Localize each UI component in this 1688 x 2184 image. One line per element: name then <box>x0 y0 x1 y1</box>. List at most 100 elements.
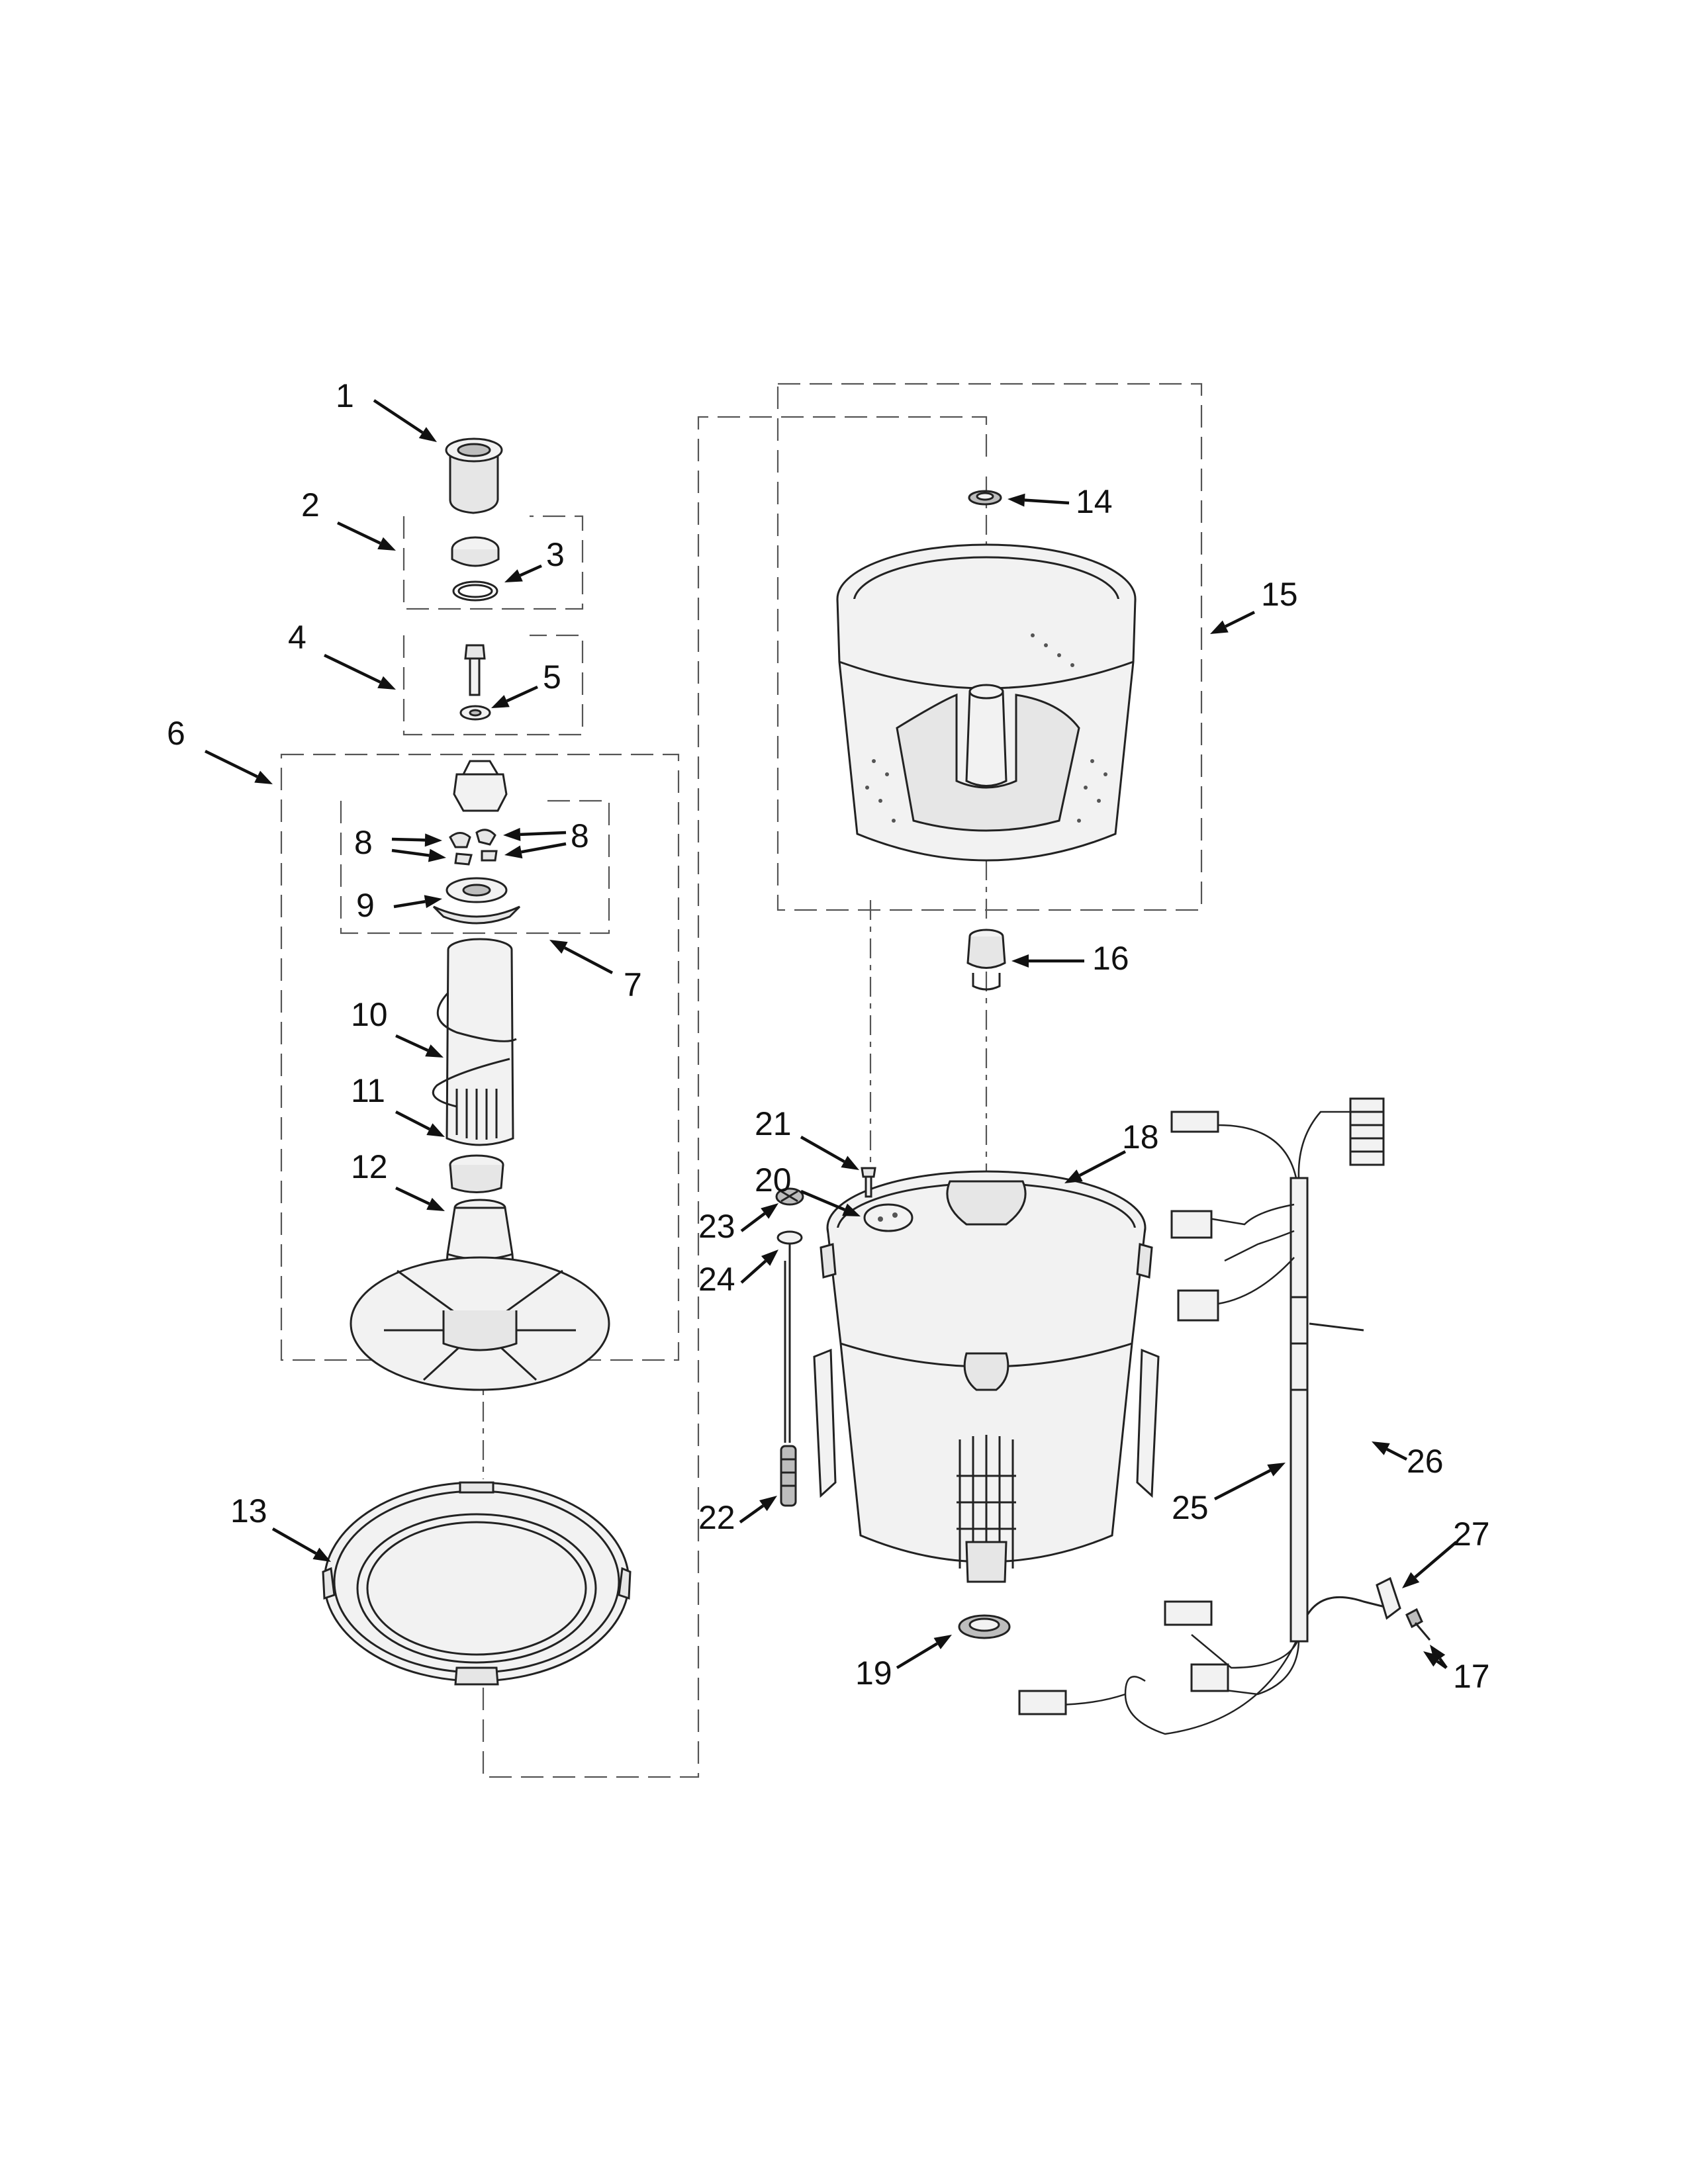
callout-8-left: 8 <box>354 824 373 861</box>
arrowhead-18 <box>1064 1169 1083 1183</box>
arrowhead-26 <box>1372 1441 1390 1455</box>
callout-20: 20 <box>755 1161 792 1199</box>
harness-connectors <box>1018 1097 1385 1715</box>
arrowhead-23 <box>761 1203 778 1219</box>
callout-4: 4 <box>288 619 306 656</box>
callout-19: 19 <box>855 1655 892 1692</box>
callout-7: 7 <box>624 966 642 1003</box>
group-box-15 <box>776 383 1203 911</box>
connector-path <box>482 416 988 1778</box>
group-box-6 <box>280 753 680 1361</box>
part-9-retainer <box>432 877 521 925</box>
arrowhead-16 <box>1011 954 1029 968</box>
leader-line-18 <box>1079 1150 1127 1177</box>
leader-line-11 <box>395 1110 430 1131</box>
leader-line-12 <box>395 1186 430 1205</box>
arrowhead-22 <box>759 1496 777 1512</box>
leader-line-25 <box>1213 1469 1271 1501</box>
leader-line-8a <box>391 837 426 842</box>
part-25-wire-harness <box>1032 1111 1364 1735</box>
arrowhead-8b <box>503 827 521 841</box>
callout-18: 18 <box>1122 1118 1159 1156</box>
leader-line-6 <box>205 749 258 778</box>
leader-line-23 <box>740 1212 766 1232</box>
part-22-rod <box>780 1261 797 1507</box>
leader-line-22 <box>739 1504 765 1524</box>
arrowhead-8a <box>424 833 442 847</box>
leader-line-20 <box>800 1189 845 1211</box>
callout-22: 22 <box>698 1499 735 1536</box>
callout-3: 3 <box>546 536 565 573</box>
callout-21: 21 <box>755 1105 792 1142</box>
leader-line-10 <box>395 1034 429 1052</box>
callout-27: 27 <box>1453 1516 1490 1553</box>
callout-12: 12 <box>351 1148 388 1185</box>
group-box-4 <box>402 634 584 736</box>
arrowhead-20 <box>842 1203 861 1216</box>
leader-line-5 <box>506 685 538 703</box>
callout-9: 9 <box>356 887 375 924</box>
arrowhead-13 <box>312 1547 331 1562</box>
leader-line-8b2 <box>521 842 567 854</box>
leader-line-2 <box>337 521 381 545</box>
callout-1: 1 <box>336 377 354 414</box>
callout-14: 14 <box>1076 483 1113 520</box>
arrowhead-12 <box>426 1197 445 1211</box>
arrowhead-27 <box>1402 1572 1420 1588</box>
part-23-cap <box>775 1187 804 1206</box>
callout-13: 13 <box>230 1492 267 1529</box>
leader-line-8a2 <box>391 848 430 857</box>
part-20-bracket <box>863 1203 914 1232</box>
arrowhead-19 <box>933 1635 952 1649</box>
group-box-7 <box>340 799 610 934</box>
callout-16: 16 <box>1092 940 1129 977</box>
arrowhead-17b <box>1423 1651 1441 1667</box>
part-26-hose <box>1306 1322 1391 1615</box>
arrowhead-3 <box>504 569 523 582</box>
callout-17: 17 <box>1453 1658 1490 1695</box>
callout-11: 11 <box>351 1072 385 1109</box>
leader-line-9 <box>393 899 426 909</box>
leader-line-4 <box>324 653 381 684</box>
leader-line-24 <box>740 1259 767 1284</box>
part-12-agitator-base <box>350 1199 610 1391</box>
part-11-bushing <box>449 1154 504 1193</box>
arrowhead-4 <box>377 676 396 690</box>
part-3-ring <box>452 580 498 602</box>
leader-line-15 <box>1225 610 1255 628</box>
arrowhead-25 <box>1267 1463 1286 1477</box>
callout-23: 23 <box>698 1208 735 1245</box>
leader-line-27 <box>1414 1541 1458 1578</box>
part-16-hub <box>966 929 1006 991</box>
callout-8-right: 8 <box>571 817 589 854</box>
part-17-screw <box>1405 1608 1431 1641</box>
callout-25: 25 <box>1172 1489 1209 1526</box>
leader-line-19 <box>896 1642 938 1669</box>
callout-labels: 1 2 3 4 5 6 7 8 8 9 10 11 12 13 14 15 16… <box>167 377 1490 1695</box>
part-2-cam <box>451 536 500 567</box>
leader-line-13 <box>271 1527 317 1555</box>
arrowhead-6 <box>254 770 273 784</box>
leader-line-26 <box>1386 1447 1408 1461</box>
leader-line-1 <box>373 399 424 434</box>
arrowhead-5 <box>491 695 510 708</box>
arrowhead-21 <box>841 1156 859 1170</box>
part-1-cap <box>445 437 503 514</box>
part-21-screw <box>861 1167 876 1198</box>
arrowhead-11 <box>426 1123 445 1137</box>
arrowhead-7 <box>549 940 568 954</box>
callout-15: 15 <box>1261 576 1298 613</box>
part-18-outer-tub <box>813 1170 1160 1583</box>
callout-5: 5 <box>543 659 561 696</box>
callout-2: 2 <box>301 486 320 523</box>
part-10-auger <box>432 938 517 1146</box>
arrowhead-1 <box>418 427 437 442</box>
leader-line-8b <box>520 831 567 837</box>
arrowhead-8a2 <box>428 848 446 862</box>
arrowhead-9 <box>424 895 442 909</box>
arrowhead-24 <box>761 1250 778 1266</box>
callout-24: 24 <box>698 1261 735 1298</box>
part-15-basket <box>836 543 1137 862</box>
part-13-balance-ring <box>322 1481 632 1686</box>
